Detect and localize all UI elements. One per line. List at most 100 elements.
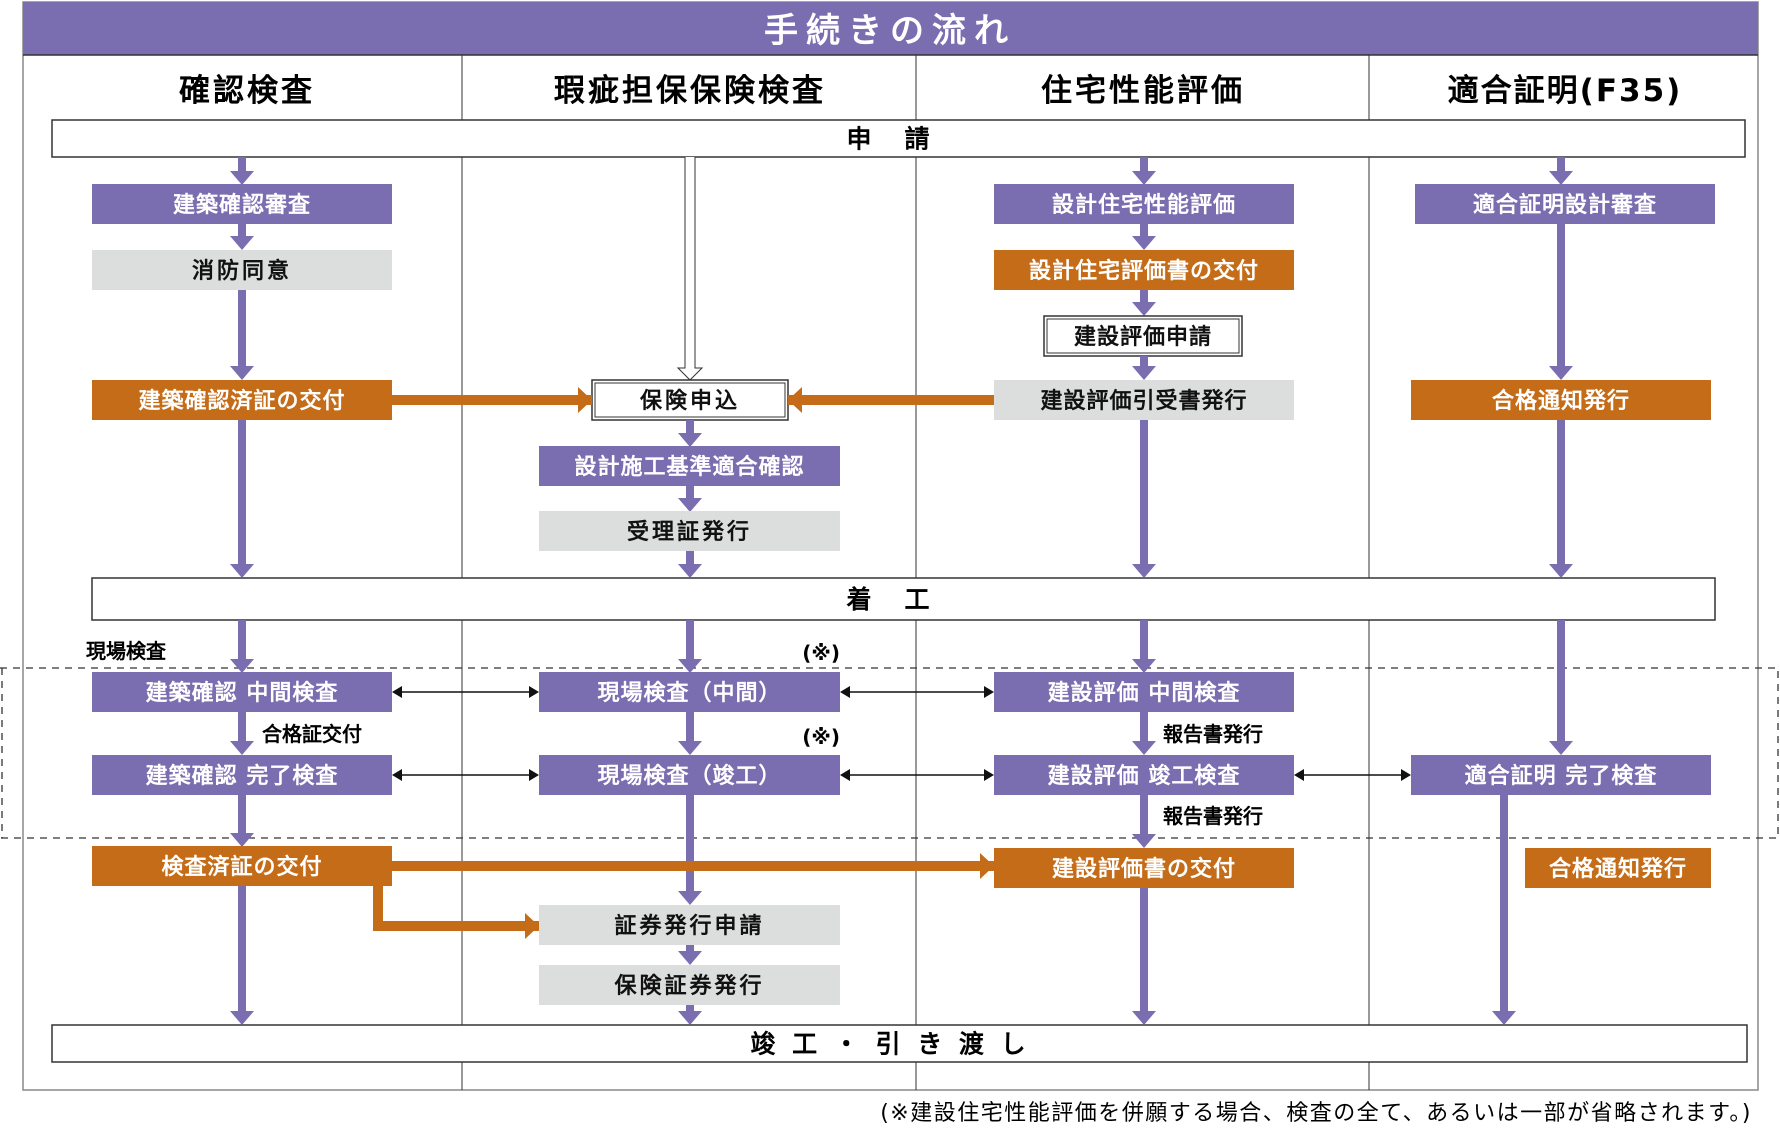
box-inspection-certificate-issue <box>92 846 392 886</box>
arrow-head-icon <box>678 891 702 905</box>
outer-frame <box>22 1 1759 1091</box>
box-design-construction-standard-check <box>539 446 840 486</box>
band-apply-label: 申 請 <box>846 125 933 154</box>
box-construction-evaluation-report-issue-label: 建設評価書の交付 <box>1052 856 1236 882</box>
arrow-head-icon <box>1549 564 1573 578</box>
footnote: (※建設住宅性能評価を併願する場合、検査の全て、あるいは一部が省略されます。) <box>880 1101 1752 1125</box>
arrow-head-icon <box>230 236 254 250</box>
label-note-mark-completion: (※) <box>802 725 840 749</box>
arrow-head-icon <box>1132 171 1156 185</box>
arrow-head-icon <box>1132 236 1156 250</box>
arrow-head-icon <box>678 951 702 965</box>
box-construction-evaluation-interim-label: 建設評価 中間検査 <box>1048 680 1241 706</box>
box-f35-pass-notice-completion-label: 合格通知発行 <box>1549 856 1687 882</box>
band-completion-handover-label: 竣 工 ・ 引 き 渡 し <box>750 1030 1029 1059</box>
arrow-head-icon <box>230 1011 254 1025</box>
arrow-head-icon <box>230 659 254 673</box>
arrow-head-icon <box>529 686 539 698</box>
box-f35-design-review-label: 適合証明設計審査 <box>1473 192 1657 218</box>
box-confirmation-certificate-issue-label: 建築確認済証の交付 <box>138 388 345 414</box>
column-header-confirmation: 確認検査 <box>179 73 315 109</box>
box-site-inspection-completion <box>539 755 840 795</box>
column-header-warranty-insurance: 瑕疵担保保険検査 <box>554 73 826 109</box>
box-inspection-certificate-issue-label: 検査済証の交付 <box>161 854 322 880</box>
box-f35-design-review <box>1415 184 1715 224</box>
box-policy-issue-request <box>539 905 840 945</box>
arrow-head-icon <box>392 686 402 698</box>
column-header-performance: 住宅性能評価 <box>1041 73 1245 109</box>
arrow-head-icon <box>230 366 254 380</box>
box-design-construction-standard-check-label: 設計施工基準適合確認 <box>574 454 804 480</box>
box-insurance-application-label: 保険申込 <box>639 389 740 414</box>
arrow-head-icon <box>840 686 850 698</box>
band-construction-start-label: 着 工 <box>845 585 933 614</box>
arrow-head-icon <box>1132 564 1156 578</box>
column-header-f35: 適合証明(F35) <box>1448 73 1683 109</box>
arrow-head-icon <box>980 853 994 879</box>
arrow-head-icon <box>1132 659 1156 673</box>
box-building-confirmation-review-label: 建築確認審査 <box>173 192 311 218</box>
band-apply <box>51 119 1746 158</box>
box-design-evaluation-report-issue <box>994 250 1294 290</box>
box-insurance-policy-issue <box>539 965 840 1005</box>
box-confirmation-certificate-issue <box>92 380 392 420</box>
box-confirmation-interim-inspection-label: 建築確認 中間検査 <box>146 680 339 706</box>
box-design-evaluation-report-issue-label: 設計住宅評価書の交付 <box>1029 258 1259 284</box>
site-inspection-dashed-region <box>0 667 1779 839</box>
arrow-head-icon <box>678 1011 702 1025</box>
band-construction-start <box>91 577 1716 621</box>
arrow-head-icon <box>1132 834 1156 848</box>
arrow-head-icon <box>230 833 254 847</box>
arrow-head-icon <box>678 564 702 578</box>
arrow-head-icon <box>788 387 802 413</box>
band-completion-handover <box>51 1024 1748 1063</box>
box-f35-completion-inspection-label: 適合証明 完了検査 <box>1465 763 1658 789</box>
arrow-head-icon <box>1401 769 1411 781</box>
box-receipt-issue-label: 受理証発行 <box>627 519 752 545</box>
box-f35-completion-inspection <box>1411 755 1711 795</box>
orange-line-inspection-cert-to-policy <box>373 886 525 931</box>
box-fire-consent-label: 消防同意 <box>192 258 292 284</box>
arrow-head-icon <box>840 769 850 781</box>
box-construction-evaluation-completion <box>994 755 1294 795</box>
arrow-head-icon <box>678 433 702 447</box>
box-f35-pass-notice-design-label: 合格通知発行 <box>1492 388 1630 414</box>
box-site-inspection-interim-label: 現場検査（中間） <box>597 681 781 706</box>
box-site-inspection-interim <box>539 672 840 712</box>
label-report-issue-interim: 報告書発行 <box>1163 722 1263 746</box>
arrow-head-icon <box>1132 741 1156 755</box>
box-policy-issue-request-label: 証券発行申請 <box>614 913 764 939</box>
arrow-head-icon <box>230 171 254 185</box>
box-f35-pass-notice-design <box>1411 380 1711 420</box>
arrow-head-icon <box>1132 1011 1156 1025</box>
arrow-head-icon <box>1132 302 1156 316</box>
column-dividers <box>461 55 1370 1090</box>
arrow-head-icon <box>230 741 254 755</box>
page-title: 手続きの流れ <box>764 11 1016 51</box>
box-design-performance-evaluation <box>994 184 1294 224</box>
box-construction-evaluation-acceptance-label: 建設評価引受書発行 <box>1040 388 1247 414</box>
arrow-head-icon <box>1492 1011 1516 1025</box>
box-construction-evaluation-application-inner-border <box>1046 318 1240 354</box>
arrow-head-icon <box>678 659 702 673</box>
arrow-head-icon <box>984 769 994 781</box>
arrow-head-icon <box>578 387 592 413</box>
box-confirmation-final-inspection <box>92 755 392 795</box>
label-report-issue-completion: 報告書発行 <box>1163 804 1263 828</box>
box-building-confirmation-review <box>92 184 392 224</box>
arrow-head-icon <box>525 913 539 939</box>
box-design-performance-evaluation-label: 設計住宅性能評価 <box>1052 192 1236 218</box>
box-construction-evaluation-report-issue <box>994 848 1294 888</box>
arrow-head-icon <box>678 498 702 512</box>
box-construction-evaluation-interim <box>994 672 1294 712</box>
label-site-inspection: 現場検査 <box>86 639 166 663</box>
arrow-head-icon <box>1294 769 1304 781</box>
label-pass-certificate-issue: 合格証交付 <box>262 722 362 746</box>
box-confirmation-interim-inspection <box>92 672 392 712</box>
arrow-head-icon <box>678 741 702 755</box>
title-bar <box>23 2 1758 55</box>
box-construction-evaluation-application <box>1043 315 1243 357</box>
box-f35-pass-notice-completion <box>1525 848 1711 888</box>
box-insurance-application-inner-border <box>594 382 786 418</box>
